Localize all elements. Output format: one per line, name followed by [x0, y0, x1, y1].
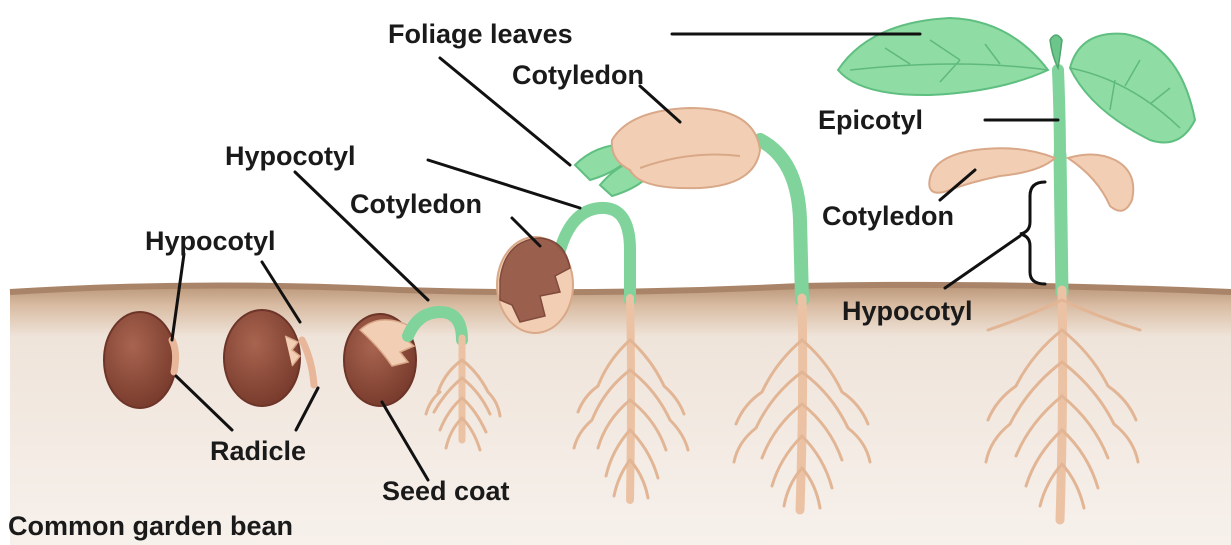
foliage-leaf-right [1070, 34, 1195, 143]
cotyledon-6-right [1068, 154, 1133, 210]
hypocotyl-stem-6 [1060, 155, 1062, 292]
radicle-1 [172, 340, 176, 372]
root-main-6 [1060, 290, 1063, 520]
label-foliage-leaves: Foliage leaves [388, 19, 573, 49]
label-cotyledon-middle: Cotyledon [350, 189, 482, 219]
label-cotyledon-right: Cotyledon [822, 201, 954, 231]
leader-hypocotyl-right [945, 236, 1020, 288]
cotyledon-6-left [929, 148, 1055, 193]
label-epicotyl: Epicotyl [818, 105, 923, 135]
label-cotyledon-top: Cotyledon [512, 60, 644, 90]
label-radicle: Radicle [210, 436, 306, 466]
epicotyl-stem-6 [1058, 70, 1060, 160]
caption: Common garden bean [8, 511, 293, 541]
label-hypocotyl-right: Hypocotyl [842, 296, 973, 326]
soil [10, 285, 1231, 545]
terminal-bud-6 [1050, 35, 1062, 68]
label-hypocotyl-left: Hypocotyl [145, 226, 276, 256]
label-seed-coat: Seed coat [382, 476, 510, 506]
cotyledon-5 [612, 108, 760, 188]
hypocotyl-5 [760, 140, 802, 300]
stage-1-seed [104, 312, 176, 408]
label-hypocotyl-upper: Hypocotyl [225, 141, 356, 171]
seed-2 [224, 310, 300, 406]
seed-1 [104, 312, 176, 408]
foliage-leaf-left [838, 18, 1048, 95]
brace-hypocotyl [1020, 182, 1045, 284]
